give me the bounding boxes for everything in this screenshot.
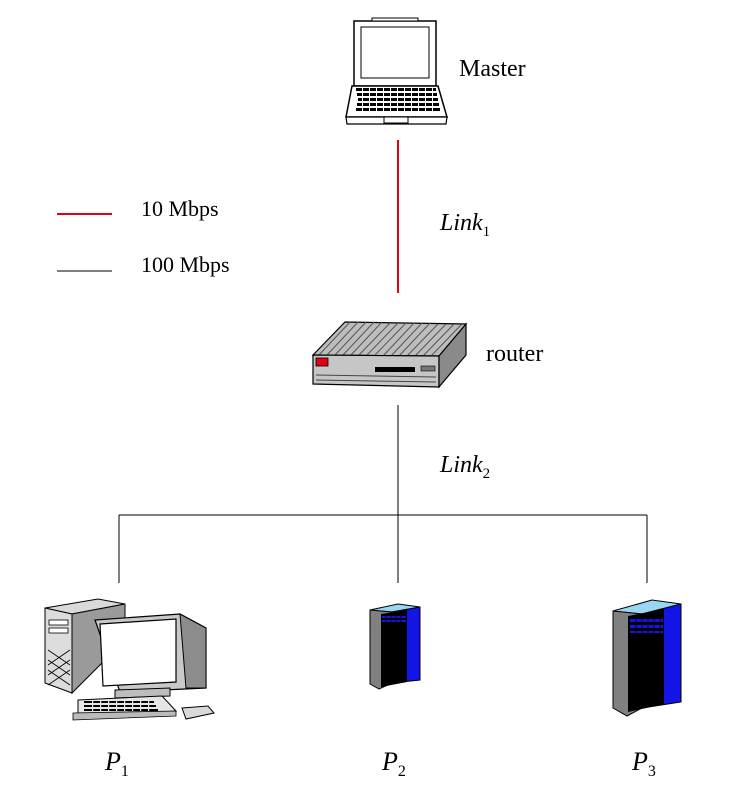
link1-label: Link1 — [439, 210, 490, 240]
link1-name: Link — [439, 210, 483, 236]
link2-subscript: 2 — [483, 466, 491, 482]
p3-label: P3 — [631, 747, 656, 780]
p3-subscript: 3 — [648, 763, 656, 780]
link2-label: Link2 — [439, 452, 490, 482]
p3-name: P — [631, 747, 648, 776]
desktop-computer-icon — [44, 598, 215, 721]
legend-100mbps-label: 100 Mbps — [141, 252, 230, 277]
link2-name: Link — [439, 452, 483, 478]
master-label: Master — [459, 56, 526, 82]
p1-name: P — [104, 747, 121, 776]
laptop-icon — [345, 17, 448, 125]
p1-label: P1 — [104, 747, 129, 780]
legend: 10 Mbps 100 Mbps — [57, 196, 230, 277]
p2-name: P — [381, 747, 398, 776]
server-tower-icon — [369, 603, 421, 690]
p2-subscript: 2 — [398, 763, 406, 780]
link1-subscript: 1 — [483, 224, 491, 240]
server-tower-icon — [612, 599, 682, 717]
legend-10mbps-label: 10 Mbps — [141, 196, 219, 221]
p1-subscript: 1 — [121, 763, 129, 780]
router-label: router — [486, 341, 543, 367]
router-icon — [311, 321, 468, 389]
p2-label: P2 — [381, 747, 406, 780]
